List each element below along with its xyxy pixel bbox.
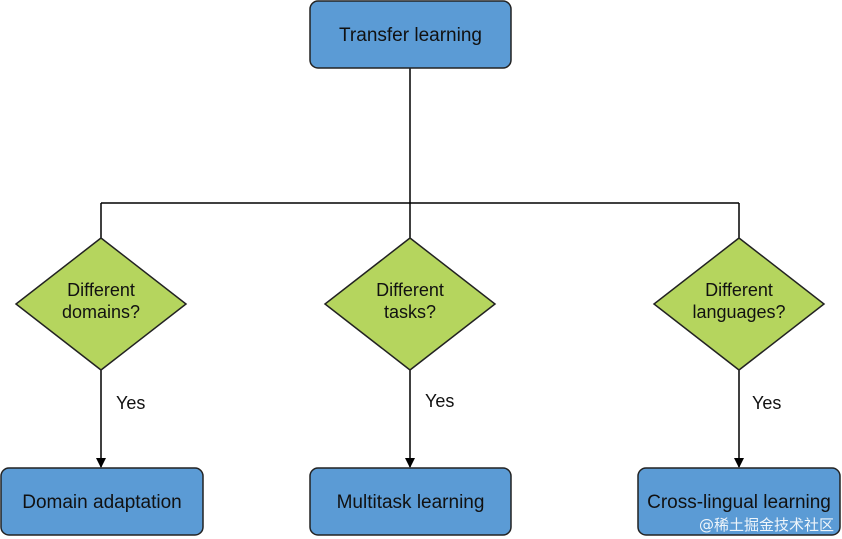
decision-tasks: Different tasks? — [323, 237, 497, 371]
yes-label-right: Yes — [752, 393, 781, 413]
outcome-multitask-learning: Multitask learning — [309, 467, 512, 536]
yes-label-left: Yes — [116, 393, 145, 413]
root-node-label: Transfer learning — [339, 25, 482, 46]
decision-tasks-line2: tasks? — [384, 302, 436, 322]
outcome-multitask-learning-label: Multitask learning — [337, 492, 485, 513]
outcome-cross-lingual-learning: Cross-lingual learning — [637, 467, 841, 536]
outcome-cross-lingual-learning-label: Cross-lingual learning — [647, 492, 831, 513]
decision-domains-line1: Different — [67, 280, 135, 300]
decision-languages: Different languages? — [652, 237, 826, 371]
decision-languages-line1: Different — [705, 280, 773, 300]
decision-languages-line2: languages? — [692, 302, 785, 322]
yes-label-center: Yes — [425, 391, 454, 411]
decision-tasks-line1: Different — [376, 280, 444, 300]
outcome-domain-adaptation-label: Domain adaptation — [22, 492, 182, 513]
connectors — [96, 68, 744, 468]
watermark: @稀土掘金技术社区 — [699, 516, 834, 534]
decision-domains-line2: domains? — [62, 302, 140, 322]
decision-domains: Different domains? — [14, 237, 188, 371]
outcome-domain-adaptation: Domain adaptation — [0, 467, 204, 536]
root-node: Transfer learning — [309, 0, 512, 69]
